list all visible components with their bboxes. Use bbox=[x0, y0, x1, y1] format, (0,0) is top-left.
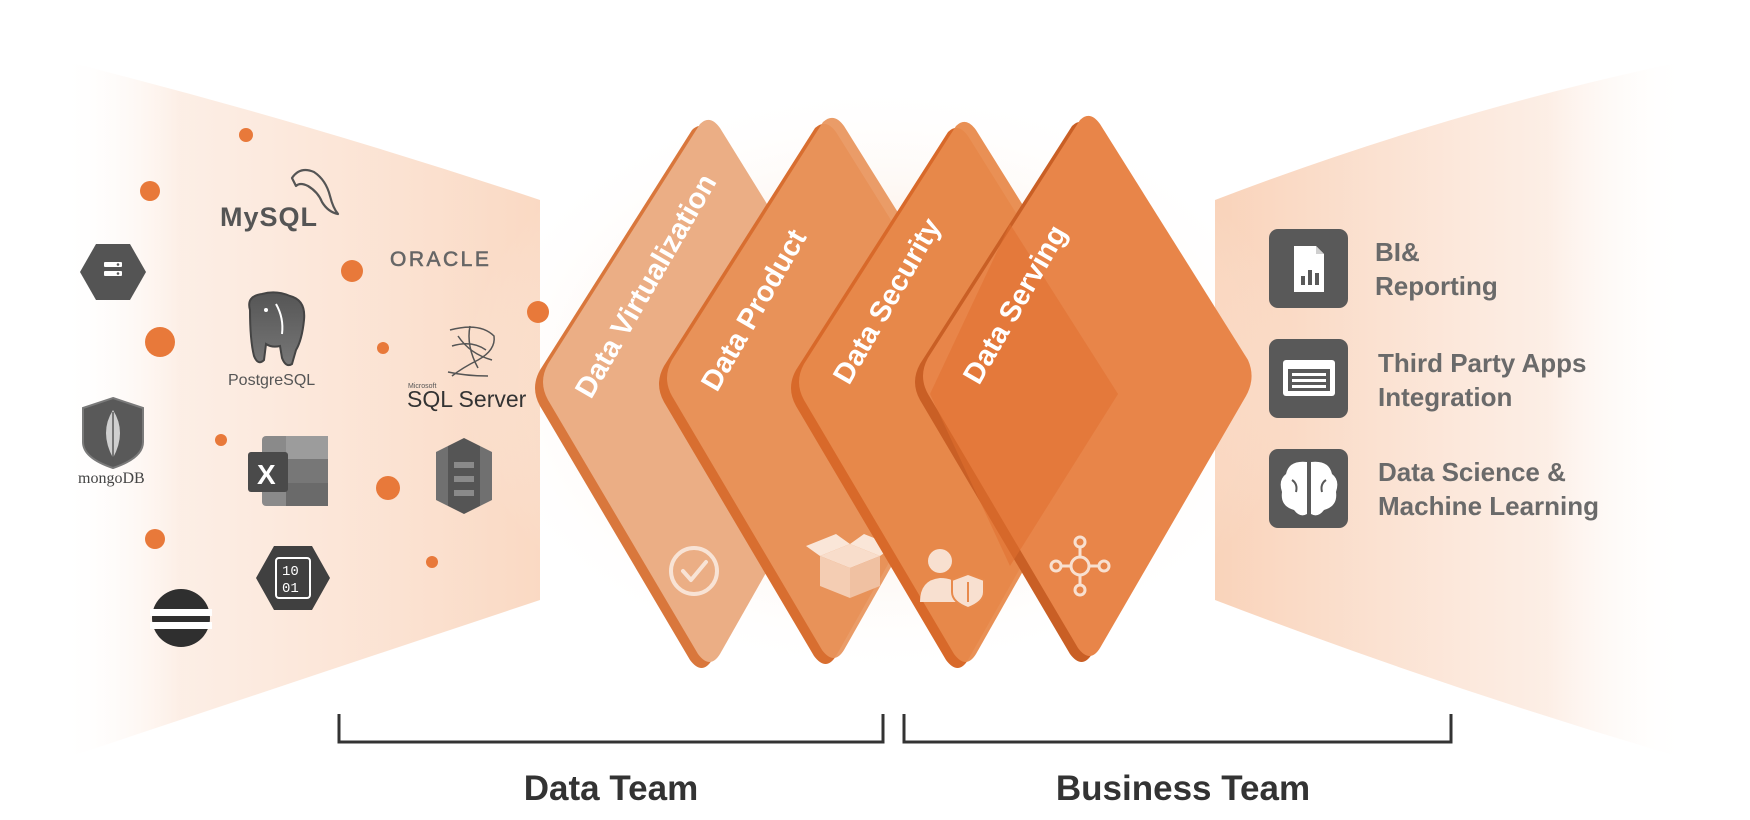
left-glow-band bbox=[60, 60, 540, 760]
dot bbox=[377, 342, 389, 354]
sqlserver-wordmark: SQL Server bbox=[407, 386, 527, 412]
mysql-wordmark: MySQL bbox=[220, 202, 318, 232]
postgres-elephant-icon bbox=[248, 291, 306, 367]
report-chart-icon bbox=[1294, 246, 1324, 292]
oracle-logo: ORACLE bbox=[390, 248, 491, 271]
dot bbox=[140, 181, 160, 201]
dot bbox=[376, 476, 400, 500]
network-hub-icon bbox=[1049, 535, 1111, 597]
sqlserver-logo: Microsoft SQL Server bbox=[407, 325, 527, 412]
user-shield-icon bbox=[920, 549, 985, 610]
business-team-label: Business Team bbox=[1056, 769, 1310, 808]
business-team-bracket: Business Team bbox=[902, 714, 1453, 808]
binary-file-icon: 10 01 bbox=[256, 546, 330, 610]
binary-top: 10 bbox=[282, 564, 299, 580]
output-title-line1: Third Party Apps bbox=[1378, 348, 1587, 378]
dot bbox=[215, 434, 227, 446]
dot bbox=[145, 529, 165, 549]
mysql-dolphin-icon bbox=[290, 168, 340, 216]
dot bbox=[239, 128, 253, 142]
dot bbox=[341, 260, 363, 282]
output-bi-reporting[interactable]: BI& Reporting bbox=[1269, 229, 1498, 308]
check-circle-icon bbox=[669, 546, 719, 596]
output-title-line1: Data Science & bbox=[1378, 457, 1566, 487]
excel-icon: X bbox=[248, 436, 328, 506]
dot bbox=[426, 556, 438, 568]
layer-data-serving[interactable]: Data Serving bbox=[915, 115, 1252, 663]
output-third-party-apps[interactable]: Third Party Apps Integration bbox=[1269, 339, 1587, 418]
data-team-label: Data Team bbox=[524, 769, 698, 808]
output-data-science-ml[interactable]: Data Science & Machine Learning bbox=[1269, 449, 1599, 528]
output-title-line2: Machine Learning bbox=[1378, 491, 1599, 521]
data-team-bracket: Data Team bbox=[337, 714, 885, 808]
postgresql-logo: PostgreSQL bbox=[228, 291, 315, 389]
bigquery-icon bbox=[80, 244, 146, 300]
output-title-line2: Integration bbox=[1378, 382, 1512, 412]
sqlserver-swirl-icon bbox=[447, 325, 495, 377]
output-title-line2: Reporting bbox=[1375, 271, 1498, 301]
decorative-dots bbox=[140, 128, 549, 568]
binary-bottom: 01 bbox=[282, 581, 299, 597]
output-title-line1: BI& bbox=[1375, 237, 1420, 267]
sqlserver-small-wordmark: Microsoft bbox=[408, 383, 436, 390]
dot bbox=[145, 327, 175, 357]
brain-icon bbox=[1280, 461, 1338, 516]
mongodb-logo: mongoDB bbox=[78, 396, 145, 487]
dot bbox=[527, 301, 549, 323]
layer-overlap-shade bbox=[930, 224, 1118, 566]
elastic-icon bbox=[150, 589, 212, 647]
browser-window-icon bbox=[1283, 360, 1335, 396]
excel-letter: X bbox=[257, 459, 276, 490]
open-box-icon bbox=[806, 534, 894, 598]
mysql-logo: MySQL bbox=[220, 168, 340, 232]
mongodb-wordmark: mongoDB bbox=[78, 470, 145, 487]
aws-s3-icon bbox=[436, 438, 492, 514]
postgresql-wordmark: PostgreSQL bbox=[228, 372, 315, 389]
